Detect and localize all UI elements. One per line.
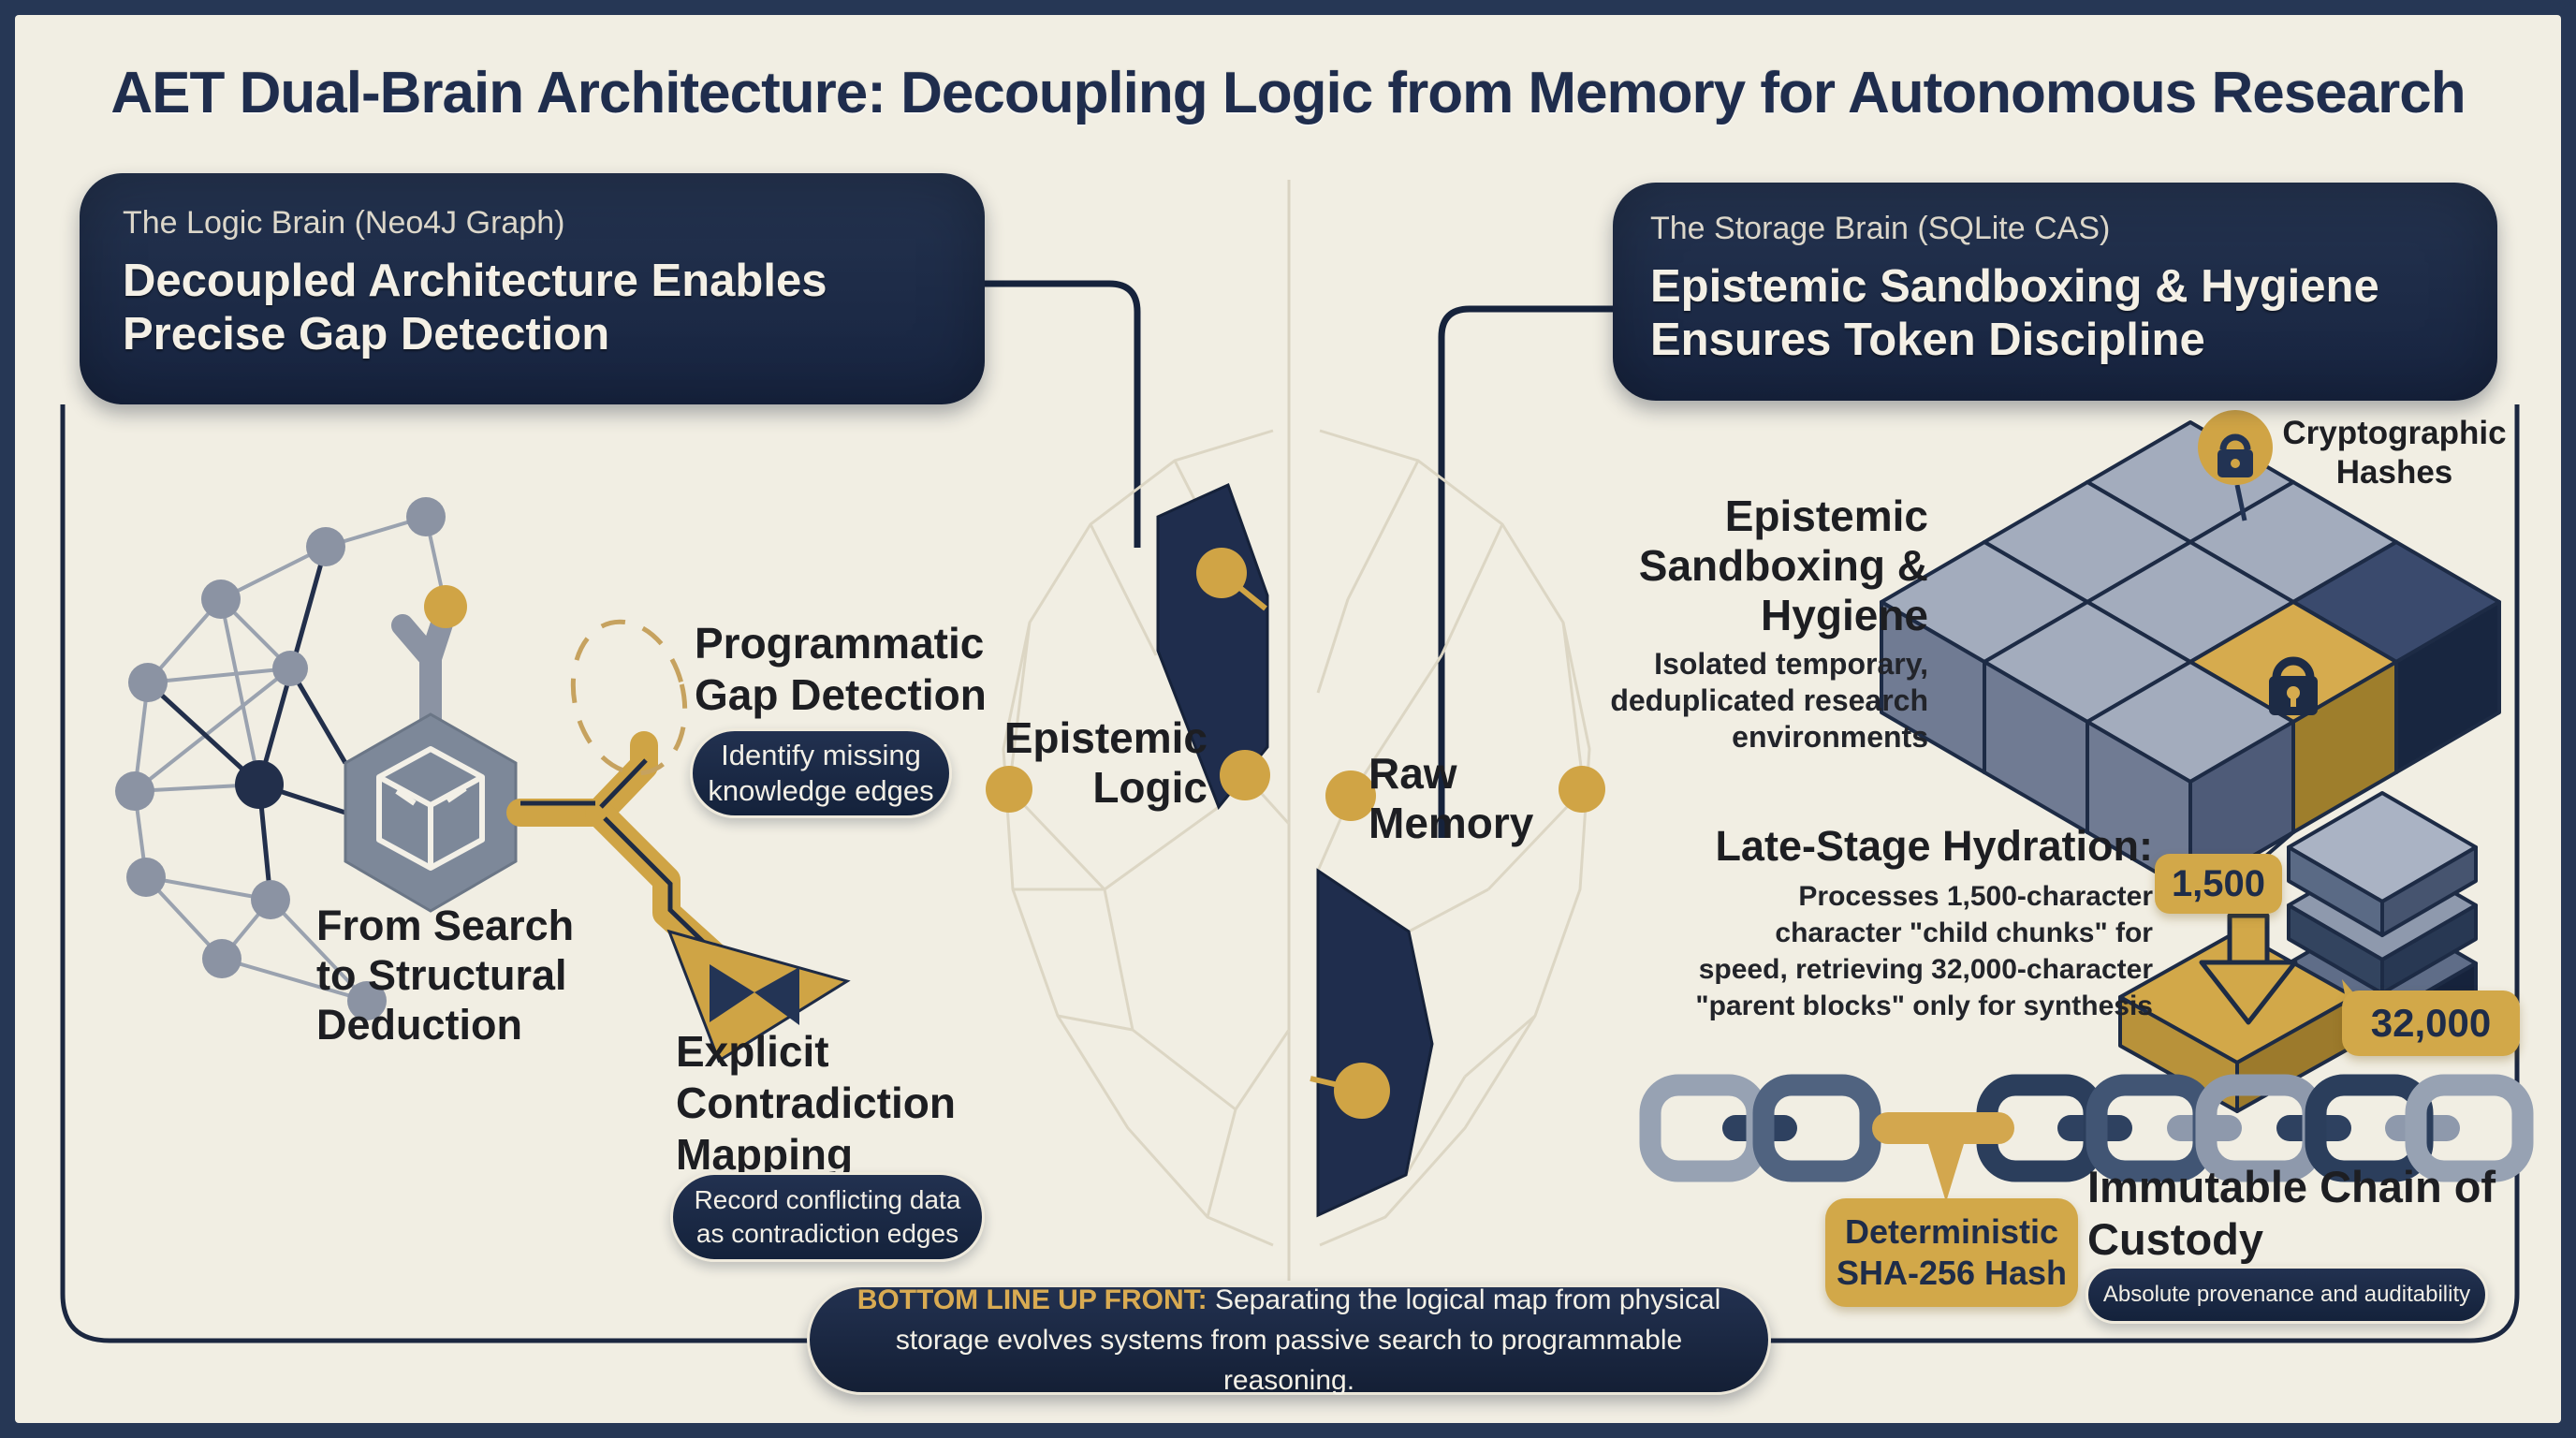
sandbox-subtitle: Isolated temporary, deduplicated researc… bbox=[1610, 647, 1928, 754]
chain-of-custody-title: Immutable Chain of Custody bbox=[2087, 1162, 2496, 1264]
epistemic-logic-label: Epistemic Logic bbox=[1003, 713, 1208, 812]
chain-of-custody-badge: Absolute provenance and auditability bbox=[2086, 1266, 2488, 1324]
storage-brain-header: The Storage Brain (SQLite CAS) Epistemic… bbox=[1613, 183, 2497, 401]
page-title: AET Dual-Brain Architecture: Decoupling … bbox=[110, 61, 2466, 125]
hydration-title: Late-Stage Hydration: bbox=[1715, 822, 2153, 870]
sha256-hash-badge: Deterministic SHA-256 Hash bbox=[1825, 1198, 2078, 1307]
storage-brain-heading: Epistemic Sandboxing & Hygiene Ensures T… bbox=[1650, 261, 2379, 365]
contradiction-badge: Record conflicting data as contradiction… bbox=[670, 1172, 985, 1262]
raw-memory-label: Raw Memory bbox=[1368, 749, 1534, 847]
crypto-hashes-label: Cryptographic Hashes bbox=[2282, 415, 2507, 491]
graph-caption: From Search to Structural Deduction bbox=[316, 902, 575, 1049]
sandbox-title: Epistemic Sandboxing & Hygiene bbox=[1638, 492, 1928, 639]
hydration-body: Processes 1,500-character character "chi… bbox=[1695, 881, 2153, 1021]
contradiction-title: Explicit Contradiction Mapping bbox=[676, 1027, 956, 1179]
parent-block-badge: 32,000 bbox=[2342, 990, 2520, 1056]
storage-brain-kicker: The Storage Brain (SQLite CAS) bbox=[1650, 211, 2111, 246]
gap-detection-title: Programmatic Gap Detection bbox=[695, 619, 987, 719]
bottom-line-lead: BOTTOM LINE UP FRONT: bbox=[856, 1284, 1208, 1315]
hydration-block: Late-Stage Hydration: Processes 1,500-ch… bbox=[1676, 822, 2153, 1024]
child-chunk-badge: 1,500 bbox=[2155, 854, 2282, 914]
logic-brain-heading: Decoupled Architecture Enables Precise G… bbox=[123, 256, 827, 360]
logic-brain-kicker: The Logic Brain (Neo4J Graph) bbox=[123, 205, 565, 241]
logic-brain-header: The Logic Brain (Neo4J Graph) Decoupled … bbox=[80, 173, 985, 404]
gap-detection-badge: Identify missing knowledge edges bbox=[690, 728, 952, 818]
bottom-line-pill: BOTTOM LINE UP FRONT: Separating the log… bbox=[807, 1284, 1771, 1396]
bottom-line-content: BOTTOM LINE UP FRONT: Separating the log… bbox=[833, 1280, 1746, 1401]
